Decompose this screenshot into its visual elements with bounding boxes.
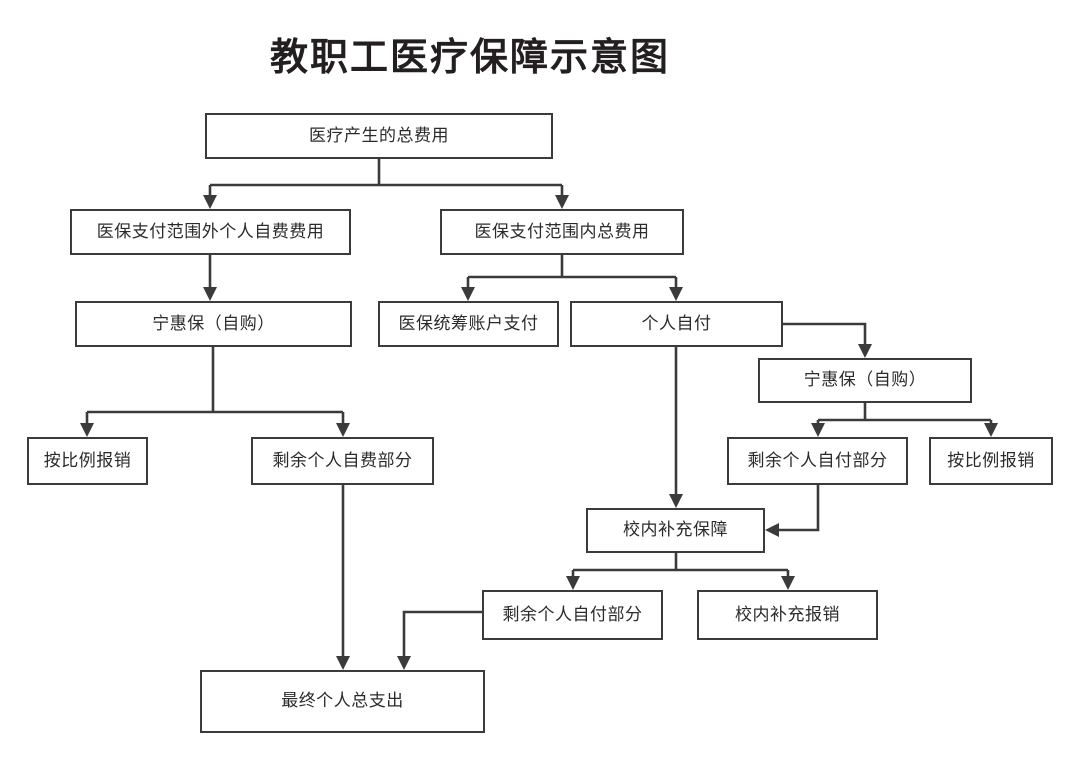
edge-ninghuibao-right-split (816, 403, 993, 428)
node-ninghuibao-right[interactable]: 宁惠保（自购） (758, 358, 972, 403)
node-label: 医保支付范围外个人自费费用 (96, 221, 325, 242)
edge-campus-supplement-split (571, 553, 790, 581)
node-label: 校内补充报销 (735, 604, 840, 625)
node-remaining-copay-lower[interactable]: 剩余个人自付部分 (482, 590, 663, 640)
node-label: 剩余个人自付部分 (747, 450, 888, 471)
arrowhead-campus-supplement-right (765, 523, 779, 537)
node-label: 剩余个人自付部分 (502, 604, 643, 625)
edge-ninghuibao-left-split (85, 347, 345, 428)
node-campus-supplement[interactable]: 校内补充保障 (586, 508, 765, 553)
node-ninghuibao-left[interactable]: 宁惠保（自购） (75, 301, 352, 347)
edge-in-scope-split (466, 255, 678, 292)
node-label: 最终个人总支出 (281, 691, 404, 712)
arrowhead-final-personal-total-b (397, 656, 411, 670)
page-title: 教职工医疗保障示意图 (269, 35, 670, 79)
arrowhead-personal-copay (669, 287, 683, 301)
node-label: 剩余个人自费部分 (272, 450, 413, 471)
node-remaining-copay-upper[interactable]: 剩余个人自付部分 (727, 437, 908, 485)
arrowhead-proportional-reimbursement-right (984, 423, 998, 437)
node-in-scope-cost[interactable]: 医保支付范围内总费用 (440, 209, 684, 255)
node-label: 个人自付 (641, 313, 712, 334)
node-label: 校内补充保障 (623, 520, 728, 541)
arrowhead-ninghuibao-right (858, 344, 872, 358)
arrowhead-remaining-copay-lower (566, 576, 580, 590)
node-label: 医保支付范围内总费用 (474, 221, 650, 242)
node-personal-copay[interactable]: 个人自付 (570, 301, 783, 347)
arrowhead-proportional-reimbursement-left (80, 423, 94, 437)
edge-personal-copay-to-ninghuibao-right (783, 322, 867, 349)
arrowhead-pooled-account-pay (461, 287, 475, 301)
node-label: 医保统筹账户支付 (398, 313, 539, 334)
edge-total-cost-split (208, 159, 564, 200)
arrowhead-remaining-copay-upper (811, 423, 825, 437)
arrowhead-final-personal-total-a (336, 656, 350, 670)
node-out-of-scope-cost[interactable]: 医保支付范围外个人自费费用 (70, 209, 351, 255)
node-label: 宁惠保（自购） (803, 370, 927, 391)
node-total-cost[interactable]: 医疗产生的总费用 (205, 113, 553, 159)
node-proportional-reimbursement-left[interactable]: 按比例报销 (27, 437, 148, 485)
node-campus-reimbursement[interactable]: 校内补充报销 (697, 590, 878, 640)
node-final-personal-total[interactable]: 最终个人总支出 (200, 670, 485, 733)
arrowhead-in-scope-cost (555, 195, 569, 209)
node-proportional-reimbursement-right[interactable]: 按比例报销 (929, 437, 1053, 485)
node-label: 按比例报销 (43, 450, 132, 471)
node-label: 按比例报销 (947, 450, 1035, 471)
arrowhead-ninghuibao-left (203, 287, 217, 301)
node-pooled-account-pay[interactable]: 医保统筹账户支付 (378, 301, 559, 347)
node-label: 医疗产生的总费用 (309, 125, 449, 146)
arrowhead-out-of-scope-cost (203, 195, 217, 209)
node-label: 宁惠保（自购） (152, 313, 275, 334)
arrowhead-campus-supplement (669, 494, 683, 508)
edge-remaining-copay-lower-to-final (402, 610, 482, 661)
arrowhead-remaining-self-paid-expense (336, 423, 350, 437)
node-remaining-self-paid-expense[interactable]: 剩余个人自费部分 (251, 437, 434, 485)
arrowhead-campus-reimbursement (781, 576, 795, 590)
edge-remaining-copay-upper-to-campus-supplement (776, 485, 820, 532)
